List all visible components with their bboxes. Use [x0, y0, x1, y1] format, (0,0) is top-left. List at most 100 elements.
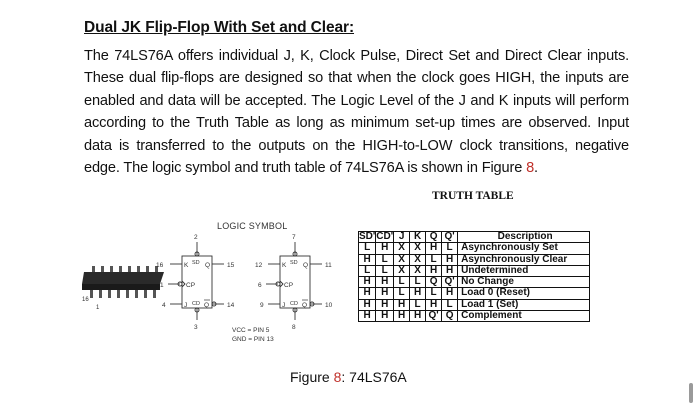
logic-symbol-diagram: 16 1 2 3 K SD Q CP J CD Q 16 1 4 15 14 [82, 234, 333, 343]
section-heading: Dual JK Flip-Flop With Set and Clear: [84, 19, 355, 36]
flip-flop-2-labels: 7 8 K SD Q CP J CD Q 12 6 9 11 10 [255, 234, 333, 331]
ff2-qbar-pin: 10 [325, 302, 333, 309]
truth-table-header-cell: K [409, 230, 427, 244]
ff2-cp-pin: 6 [258, 282, 262, 289]
table-cell: H [375, 287, 395, 300]
ff1-cp-label: CP [186, 282, 195, 289]
figure-caption: Figure 8: 74LS76A [290, 369, 407, 385]
table-cell: Complement [457, 310, 591, 323]
table-cell: No Change [457, 276, 591, 289]
caption-prefix: Figure [290, 369, 334, 385]
ff2-sd-pin: 7 [292, 234, 296, 241]
table-cell: H [375, 242, 395, 255]
table-cell: Load 0 (Reset) [457, 287, 591, 300]
ff1-sd-pin: 2 [194, 234, 198, 241]
dip-chip-picture: 16 1 [82, 266, 164, 311]
table-cell: L [393, 276, 411, 289]
table-cell: H [425, 264, 443, 278]
table-cell: L [441, 242, 459, 255]
table-cell: H [393, 310, 411, 323]
table-cell: L [357, 242, 377, 255]
table-cell: H [375, 310, 395, 323]
table-cell: L [357, 264, 377, 278]
table-cell: Load 1 (Set) [457, 298, 591, 312]
ff2-sd-label: SD [290, 260, 298, 266]
ff2-k-pin: 12 [255, 262, 263, 269]
table-cell: L [425, 253, 443, 266]
table-cell: L [409, 276, 427, 289]
chip-pin-lead [146, 266, 149, 273]
caption-suffix: : 74LS76A [341, 369, 407, 385]
table-cell: X [409, 242, 427, 255]
figure-reference-link[interactable]: 8 [526, 160, 535, 177]
truth-table-header-cell: Description [457, 230, 591, 244]
table-cell: L [441, 298, 459, 312]
table-cell: Q [425, 276, 443, 289]
truth-table-header-cell: SD' [357, 230, 377, 244]
description-paragraph: The 74LS76A offers individual J, K, Cloc… [84, 45, 629, 179]
table-cell: H [375, 298, 395, 312]
table-cell: Asynchronously Clear [457, 253, 591, 266]
truth-table-header-cell: Q' [441, 230, 459, 244]
table-cell: H [441, 264, 459, 278]
table-cell: H [425, 298, 443, 312]
chip-pin-lead [110, 266, 113, 273]
table-cell: L [409, 298, 427, 312]
table-cell: Undetermined [457, 264, 591, 278]
ff1-q-pin: 15 [227, 262, 235, 269]
table-cell: H [393, 298, 411, 312]
table-cell: H [357, 276, 377, 289]
chip-pin-lead [99, 290, 102, 298]
ff2-cd-label: CD [290, 301, 298, 307]
chip-pin-lead [101, 266, 104, 273]
flip-flop-1 [168, 242, 224, 320]
table-cell: L [375, 253, 395, 266]
ff2-q-pin: 11 [325, 262, 332, 269]
table-cell: H [357, 298, 377, 312]
table-cell: X [393, 253, 411, 266]
table-cell: X [393, 242, 411, 255]
paragraph-end: . [534, 160, 538, 177]
table-cell: Q' [425, 310, 443, 323]
ff2-q-label: Q [303, 262, 308, 269]
scrollbar[interactable] [689, 383, 693, 403]
chip-pin-lead [119, 266, 122, 273]
chip-pin-lead [135, 290, 138, 298]
logic-symbol-title: LOGIC SYMBOL [217, 221, 288, 231]
chip-pin-lead [144, 290, 147, 298]
table-cell: H [357, 310, 377, 323]
chip-pin-lead [117, 290, 120, 298]
caption-figure-number: 8 [333, 369, 342, 385]
table-cell: H [441, 253, 459, 266]
flip-flop-2 [266, 242, 322, 320]
table-cell: H [357, 253, 377, 266]
ff1-cd-label: CD [192, 301, 200, 307]
table-cell: H [375, 276, 395, 289]
chip-pin-lead [128, 266, 131, 273]
truth-table-title: TRUTH TABLE [432, 190, 514, 202]
ff1-qbar-pin: 14 [227, 302, 235, 309]
ff1-cd-pin: 3 [194, 324, 198, 331]
ff2-qbar-label: Q [302, 302, 307, 309]
flip-flop-1-labels: 2 3 K SD Q CP J CD Q 16 1 4 15 14 [156, 234, 235, 331]
gnd-note: GND = PIN 13 [232, 336, 274, 343]
truth-table-header-cell: CD' [375, 230, 395, 244]
table-cell: X [393, 264, 411, 278]
table-cell: H [357, 287, 377, 300]
ff1-k-label: K [184, 262, 189, 269]
table-cell: Q [441, 310, 459, 323]
ff1-j-label: J [184, 302, 187, 309]
table-cell: L [393, 287, 411, 300]
table-cell: Asynchronously Set [457, 242, 591, 255]
table-cell: L [425, 287, 443, 300]
chip-pin-lead [92, 266, 95, 273]
chip-pin-lead [137, 266, 140, 273]
ff2-cp-label: CP [284, 282, 293, 289]
